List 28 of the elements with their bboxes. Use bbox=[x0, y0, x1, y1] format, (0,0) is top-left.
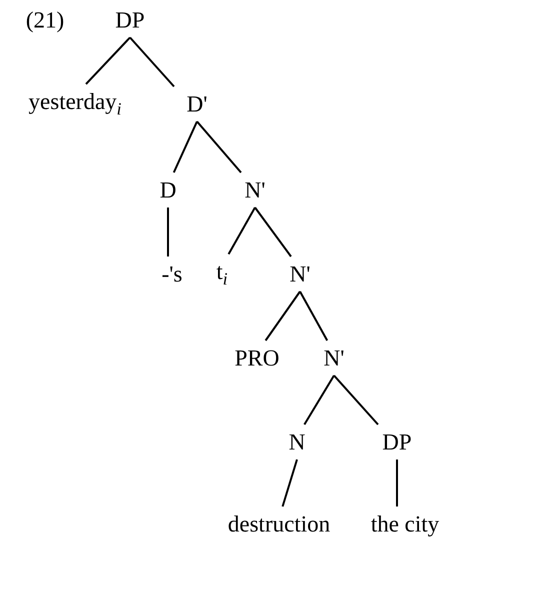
tree-node-label: PRO bbox=[234, 346, 280, 370]
tree-branch bbox=[264, 290, 301, 342]
tree-branch bbox=[254, 206, 292, 258]
example-number: (21) bbox=[26, 8, 64, 32]
tree-branch bbox=[196, 120, 242, 174]
tree-branch bbox=[228, 207, 256, 255]
tree-branch bbox=[172, 121, 198, 173]
tree-node-label: the city bbox=[370, 512, 440, 536]
tree-node-label: D bbox=[160, 178, 176, 202]
tree-branch bbox=[304, 374, 335, 426]
tree-branch bbox=[299, 291, 328, 341]
tree-node-label: yesterday$_{i}$ bbox=[28, 90, 122, 118]
tree-node-label: N bbox=[288, 430, 306, 454]
tree-node-label: DP bbox=[382, 430, 412, 454]
tree-branch bbox=[333, 374, 379, 426]
tree-node-label: t$_{i}$ bbox=[216, 260, 228, 288]
tree-branch bbox=[167, 208, 169, 256]
tree-node-label: N' bbox=[244, 178, 266, 202]
tree-branch bbox=[85, 36, 131, 85]
tree-node-label: DP bbox=[115, 8, 145, 32]
tree-branch bbox=[129, 36, 175, 88]
tree-node-label: destruction bbox=[228, 512, 330, 536]
tree-node-label: N' bbox=[324, 346, 344, 370]
tree-node-label: -'s bbox=[162, 262, 182, 286]
tree-branch bbox=[396, 460, 398, 506]
tree-branch bbox=[282, 459, 298, 507]
tree-node-label: D' bbox=[186, 92, 208, 116]
tree-node-label: N' bbox=[290, 262, 310, 286]
